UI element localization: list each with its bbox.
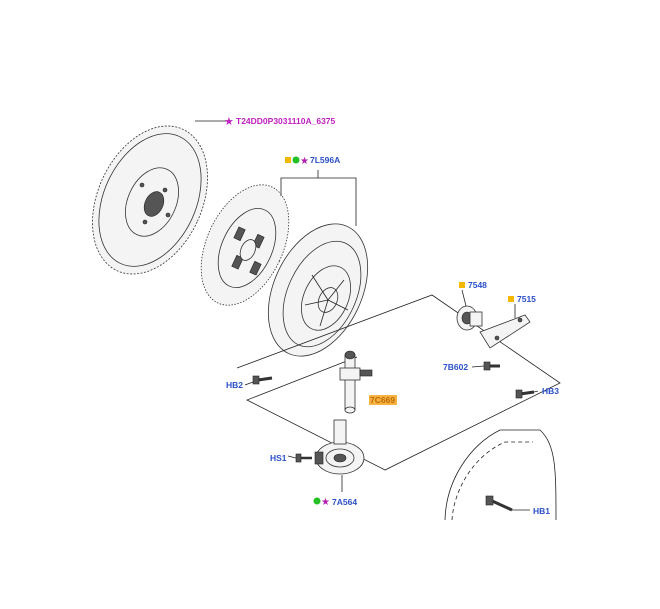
- label-7b602[interactable]: 7B602: [443, 362, 468, 372]
- diagram-title: T24DD0P3031110A_6375: [236, 116, 336, 126]
- yellow-square-icon: [459, 282, 465, 288]
- slave-cylinder[interactable]: [339, 350, 373, 414]
- bell-housing: [444, 429, 557, 521]
- title-label-group: ★ T24DD0P3031110A_6375: [224, 116, 336, 128]
- label-hs1[interactable]: HS1: [270, 453, 287, 463]
- clutch-kit-label-group: ★ 7L596A: [285, 155, 340, 167]
- pressure-plate[interactable]: [249, 208, 388, 372]
- star-icon: ★: [321, 497, 330, 508]
- star-icon: ★: [300, 156, 309, 167]
- label-hb3[interactable]: HB3: [542, 386, 559, 396]
- bearing-label-group: 7548: [459, 280, 487, 290]
- label-7c669[interactable]: 7C669: [370, 395, 395, 405]
- yellow-square-icon: [508, 296, 514, 302]
- label-hb2[interactable]: HB2: [226, 380, 243, 390]
- bolt-hb1[interactable]: [485, 495, 513, 512]
- screw-hs1[interactable]: [295, 453, 312, 463]
- bolt-hb2[interactable]: [252, 375, 273, 385]
- label-7548[interactable]: 7548: [468, 280, 487, 290]
- green-circle-icon: [313, 497, 321, 505]
- bearing-7548[interactable]: [456, 305, 483, 331]
- release-bearing-label-group: ★ 7A564: [313, 497, 357, 508]
- release-fork-7515[interactable]: [479, 314, 531, 349]
- slave-cylinder-label-group: 7C669: [369, 395, 397, 405]
- label-7a564[interactable]: 7A564: [332, 497, 357, 507]
- label-7515[interactable]: 7515: [517, 294, 536, 304]
- bolt-hb3[interactable]: [515, 389, 535, 399]
- highlight-box: [369, 395, 397, 405]
- release-bearing[interactable]: [314, 419, 365, 475]
- flywheel[interactable]: [70, 107, 230, 292]
- green-circle-icon: [292, 156, 300, 164]
- yellow-square-icon: [285, 157, 291, 163]
- label-7l596a[interactable]: 7L596A: [310, 155, 340, 165]
- frame-lines: [195, 120, 561, 471]
- label-hb1[interactable]: HB1: [533, 506, 550, 516]
- leader-lines: [244, 289, 539, 511]
- star-icon: ★: [224, 116, 234, 128]
- clutch-disc[interactable]: [184, 171, 307, 319]
- bolt-7b602[interactable]: [483, 361, 500, 371]
- fork-label-group: 7515: [508, 294, 536, 304]
